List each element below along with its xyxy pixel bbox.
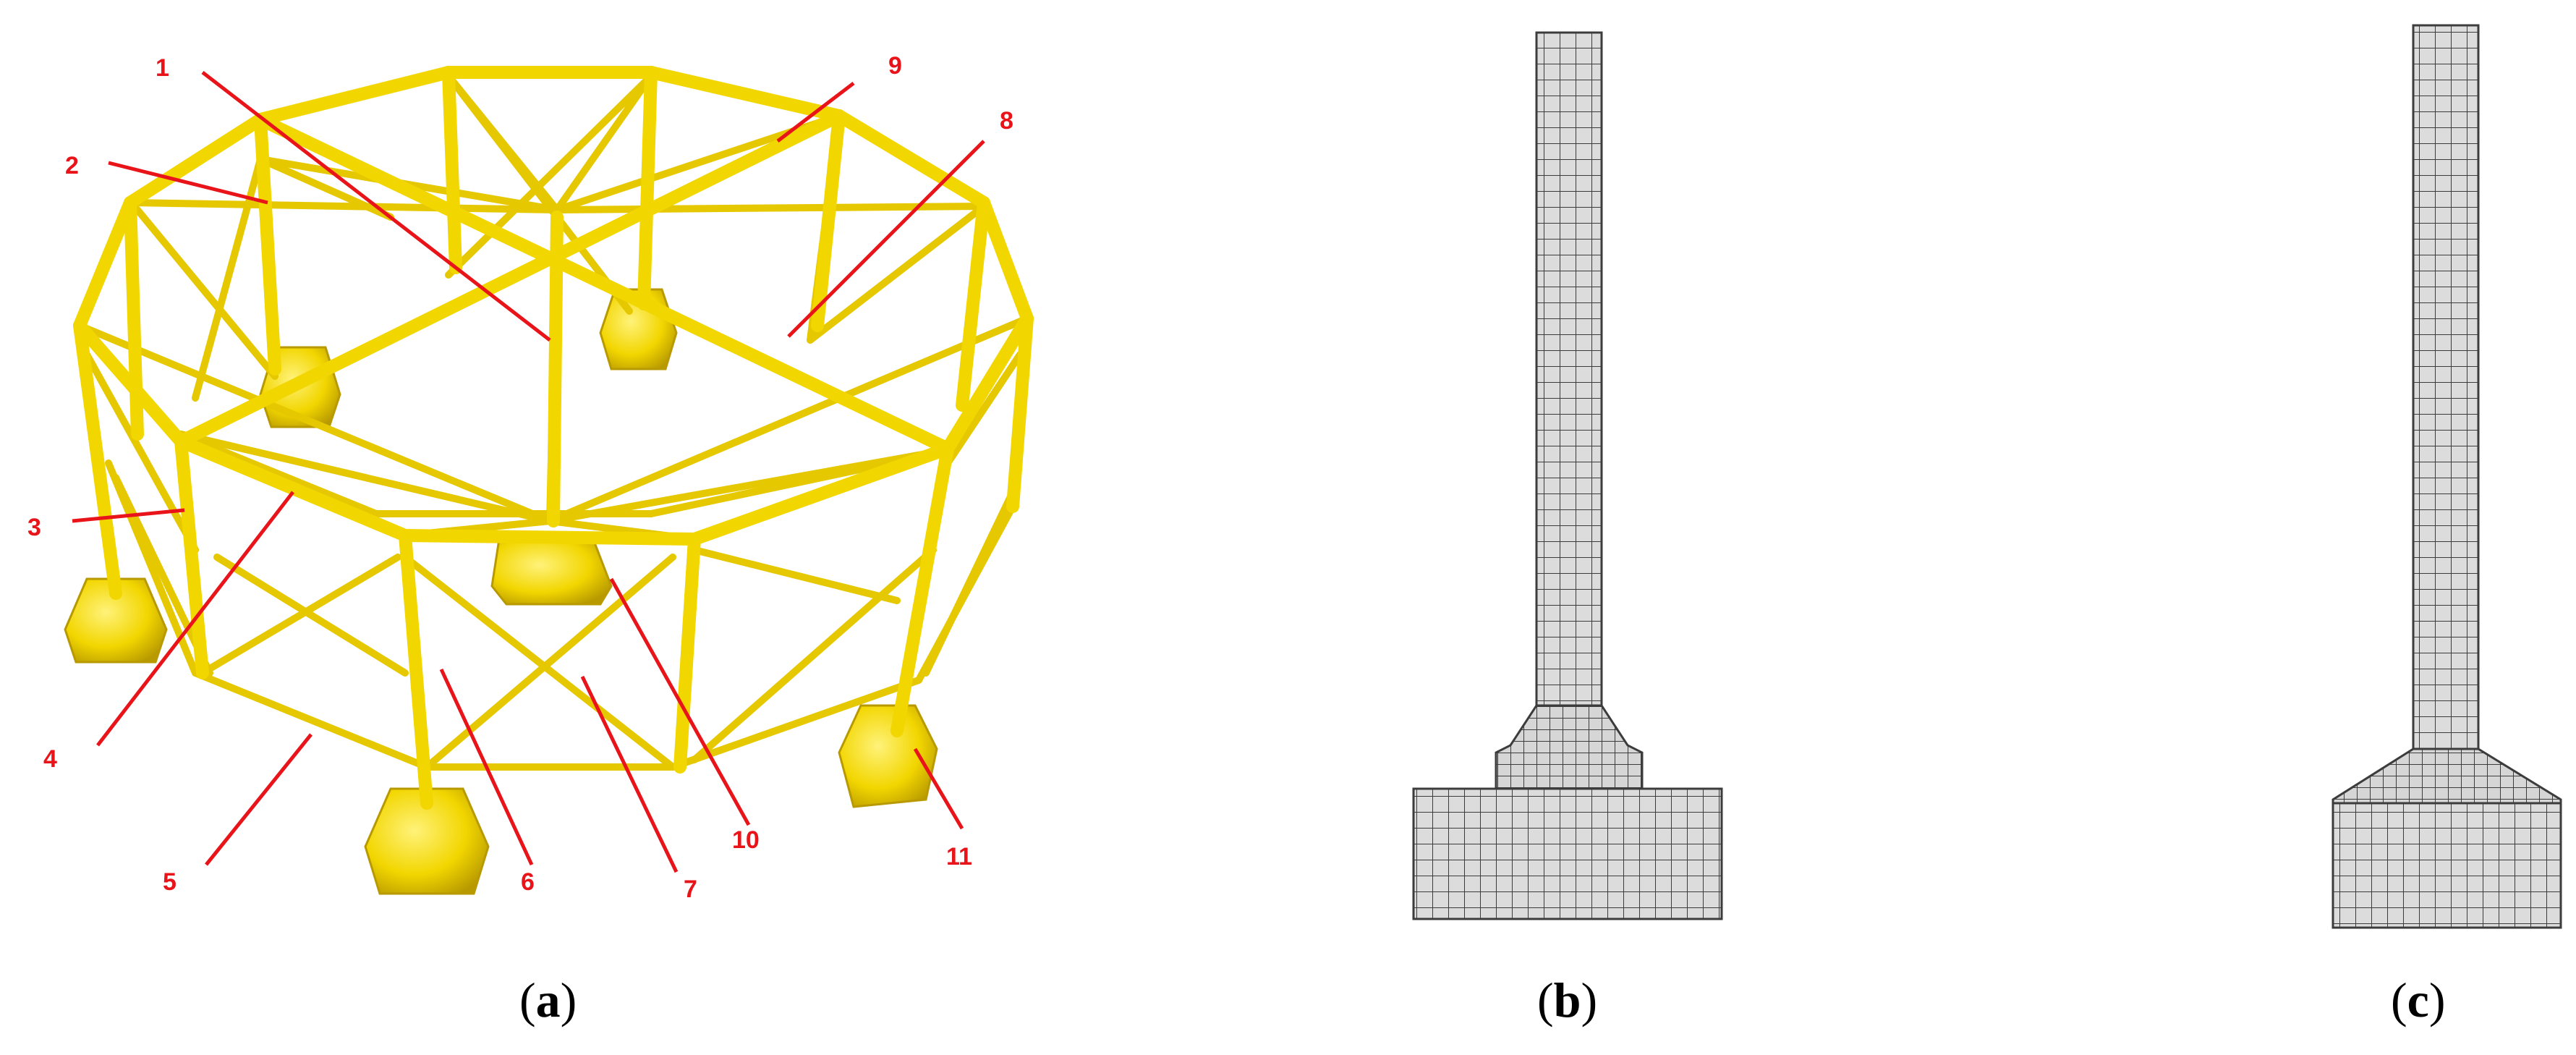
mesh-transition xyxy=(1495,704,1644,790)
callout-11: 11 xyxy=(946,843,972,870)
mesh-column xyxy=(2412,24,2480,750)
callout-4: 4 xyxy=(43,745,57,773)
captions: (a) (b) (c) xyxy=(519,973,2446,1028)
callout-7: 7 xyxy=(684,876,697,903)
callout-1: 1 xyxy=(156,54,169,82)
mesh-column xyxy=(1535,31,1603,707)
panel-c-mesh-model xyxy=(2331,24,2562,929)
foot-pad xyxy=(490,538,613,606)
leader-lines xyxy=(72,71,985,873)
panel-b-mesh-model xyxy=(1412,31,1723,920)
foot-pad xyxy=(364,787,490,895)
mesh-base xyxy=(2331,802,2562,929)
leader-8 xyxy=(787,140,985,338)
foot-pad xyxy=(838,704,938,808)
leader-6 xyxy=(439,668,534,866)
mesh-base xyxy=(1412,787,1723,920)
callout-9: 9 xyxy=(888,52,902,80)
leader-2 xyxy=(108,161,268,205)
leader-4 xyxy=(96,491,294,747)
caption-a: (a) xyxy=(519,973,577,1028)
mesh-cone xyxy=(2331,747,2562,808)
callout-8: 8 xyxy=(1000,107,1013,135)
callout-5: 5 xyxy=(163,868,177,896)
panel-a-jacket-structure: 1 2 3 4 5 6 7 8 9 10 11 xyxy=(27,52,1034,903)
leader-7 xyxy=(580,675,679,873)
jacket-frame xyxy=(73,66,1034,810)
caption-c: (c) xyxy=(2391,973,2446,1028)
leader-5 xyxy=(205,733,313,866)
foot-pad xyxy=(64,577,168,664)
leader-3 xyxy=(72,508,185,523)
leader-9 xyxy=(776,82,855,143)
callout-10: 10 xyxy=(732,826,760,854)
leader-1 xyxy=(201,71,551,342)
callout-6: 6 xyxy=(521,868,535,896)
leader-10 xyxy=(609,577,751,826)
caption-b: (b) xyxy=(1537,973,1597,1028)
callout-2: 2 xyxy=(65,152,79,179)
callout-3: 3 xyxy=(27,514,41,541)
callout-labels: 1 2 3 4 5 6 7 8 9 10 11 xyxy=(27,52,1013,903)
leader-11 xyxy=(913,747,964,830)
